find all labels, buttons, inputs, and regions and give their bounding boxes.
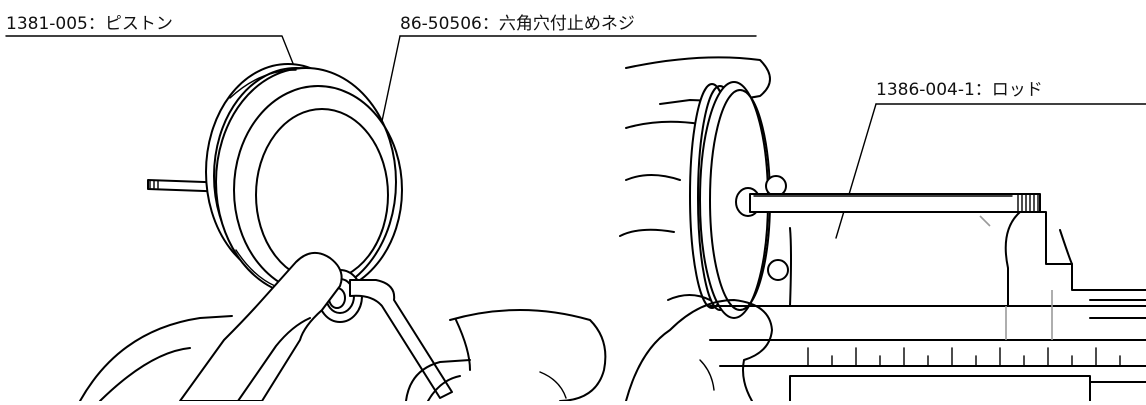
piston-callout-label: 1381-005：ピストン	[6, 14, 173, 34]
right-upper-hand	[619, 56, 771, 237]
right-lower-hand	[625, 294, 773, 402]
right-piston-part	[689, 81, 789, 319]
piston-part	[205, 63, 403, 297]
wrench-tool	[179, 251, 343, 402]
left-hands	[79, 309, 607, 402]
right-rod-part	[749, 193, 1041, 213]
screw-callout-label: 86-50506：六角穴付止めネジ	[400, 14, 635, 34]
piston-leader-line	[5, 35, 295, 67]
vise-block	[709, 211, 1146, 341]
rod-leader-line	[835, 103, 877, 239]
left-panel-drawing	[5, 35, 757, 402]
right-panel-drawing	[619, 56, 1146, 402]
ruler-scale	[719, 347, 1146, 402]
rod-callout-label: 1386-004-1：ロッド	[876, 80, 1043, 100]
hex-key-tool	[349, 279, 453, 399]
